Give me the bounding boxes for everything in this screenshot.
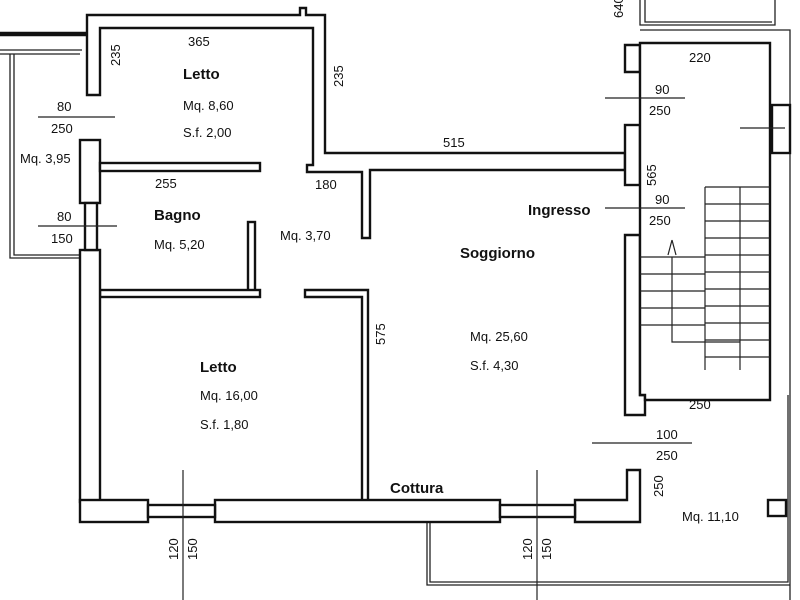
door-left2-width: 80 — [57, 209, 71, 224]
dim-515: 515 — [443, 135, 465, 150]
balcone-right-area: Mq. 11,10 — [682, 509, 739, 524]
window2-height: 150 — [539, 538, 554, 560]
wall-letto-soggiorno — [303, 288, 370, 507]
door-right2-height: 250 — [649, 213, 671, 228]
letto-small-area: Mq. 8,60 — [183, 98, 234, 113]
dim-235-b: 235 — [331, 65, 346, 87]
bagno-name: Bagno — [154, 207, 201, 224]
wall-bottom-c — [573, 468, 642, 524]
disimpegno-area: Mq. 3,70 — [280, 228, 331, 243]
window1-height: 150 — [185, 538, 200, 560]
letto-large-area: Mq. 16,00 — [200, 388, 258, 403]
upper-room-outline — [639, 0, 776, 26]
wall-left-lower — [78, 248, 102, 504]
wall-right-a — [623, 43, 642, 74]
door-left2-height: 150 — [51, 231, 73, 246]
door-right2-width: 90 — [655, 192, 669, 207]
dim-575: 575 — [373, 323, 388, 345]
window-stair[interactable] — [770, 103, 792, 155]
dim-235-a: 235 — [108, 44, 123, 66]
door-left1-width: 80 — [57, 99, 71, 114]
dim-565: 565 — [644, 164, 659, 186]
wall-right-b — [623, 123, 642, 187]
wall-bottom-b — [213, 498, 502, 524]
door-right3-height: 250 — [656, 448, 678, 463]
door-right1-width: 90 — [655, 82, 669, 97]
dim-365: 365 — [188, 34, 210, 49]
wall-bagno-right — [246, 220, 257, 297]
letto-small-name: Letto — [183, 66, 220, 83]
window2-width: 120 — [520, 538, 535, 560]
door-right1-height: 250 — [649, 103, 671, 118]
door-marks — [38, 97, 785, 600]
door-left1-height: 250 — [51, 121, 73, 136]
bagno-area: Mq. 5,20 — [154, 237, 205, 252]
dim-180: 180 — [315, 177, 337, 192]
wall-bagno-bottom — [98, 288, 262, 299]
soggiorno-name: Soggiorno — [460, 245, 535, 262]
ingresso-label: Ingresso — [528, 202, 591, 219]
letto-small-sf: S.f. 2,00 — [183, 125, 231, 140]
wall-bottom-a — [78, 498, 150, 524]
window-1[interactable] — [146, 503, 217, 519]
dim-250: 250 — [689, 397, 711, 412]
balcone-left-area: Mq. 3,95 — [20, 151, 71, 166]
stair-outer-line — [640, 29, 791, 600]
wall-left-mid — [78, 138, 102, 205]
stairs — [640, 186, 770, 370]
soggiorno-area: Mq. 25,60 — [470, 329, 528, 344]
soggiorno-sf: S.f. 4,30 — [470, 358, 518, 373]
balcony-pillar — [766, 498, 788, 518]
cottura-label: Cottura — [390, 480, 444, 497]
dim-220: 220 — [689, 50, 711, 65]
window1-width: 120 — [166, 538, 181, 560]
wall-letto-bagno — [98, 161, 262, 173]
left-balcony-outline — [0, 49, 82, 259]
dim-255: 255 — [155, 176, 177, 191]
letto-large-sf: S.f. 1,80 — [200, 417, 248, 432]
door-right3-width: 100 — [656, 427, 678, 442]
dim-250-vertical: 250 — [651, 475, 666, 497]
right-balcony-outline — [426, 395, 790, 586]
dim-640: 640 — [611, 0, 626, 18]
letto-large-name: Letto — [200, 359, 237, 376]
room-labels: Letto Mq. 8,60 S.f. 2,00 Bagno Mq. 5,20 … — [20, 66, 739, 524]
dimension-labels: 365 235 235 515 255 180 575 565 220 250 … — [51, 0, 711, 560]
